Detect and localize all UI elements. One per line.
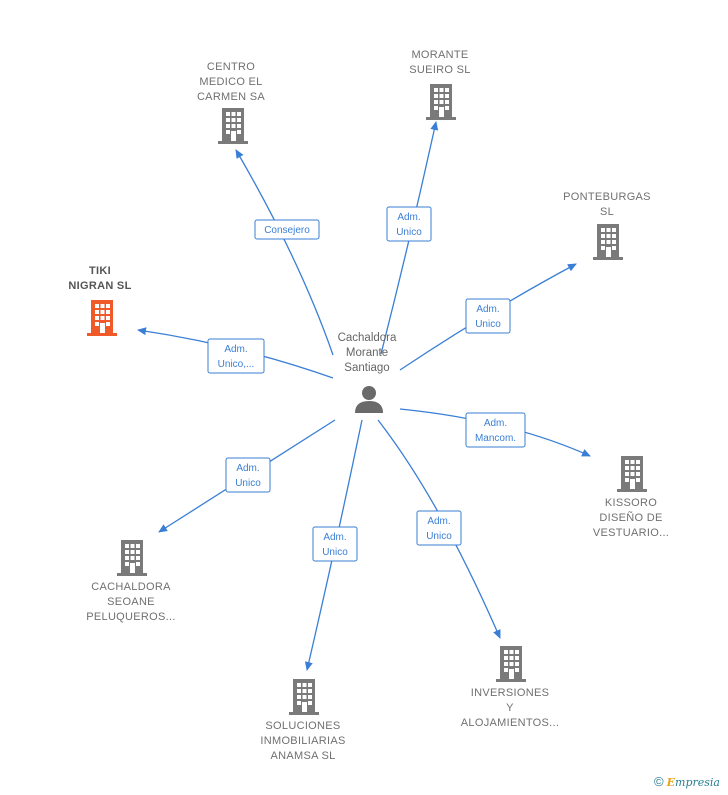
company-name: PELUQUEROS... bbox=[86, 611, 175, 623]
company-name: INMOBILIARIAS bbox=[260, 735, 345, 747]
relation-label: Adm. bbox=[236, 463, 259, 474]
company-name: DISEÑO DE bbox=[599, 511, 662, 524]
edge-centro bbox=[235, 149, 334, 356]
relation-badge-box bbox=[225, 457, 271, 493]
building-icon bbox=[593, 224, 623, 260]
relation-badge-box bbox=[465, 298, 511, 334]
company-name: TIKI bbox=[89, 265, 111, 277]
company-name: ALOJAMIENTOS... bbox=[461, 717, 559, 729]
company-name: SOLUCIONES bbox=[265, 720, 340, 732]
relation-badge-box bbox=[416, 510, 462, 546]
relation-label: Adm. bbox=[323, 532, 346, 543]
company-name: SEOANE bbox=[107, 596, 155, 608]
company-name: KISSORO bbox=[605, 497, 657, 509]
building-icon bbox=[117, 540, 147, 576]
relation-badge-box bbox=[312, 526, 358, 562]
company-name: MEDICO EL bbox=[199, 76, 262, 88]
company-node-soluciones[interactable]: SOLUCIONES INMOBILIARIAS ANAMSA SL bbox=[260, 679, 345, 762]
company-name: PONTEBURGAS bbox=[563, 191, 651, 203]
company-node-cachaldora[interactable]: CACHALDORA SEOANE PELUQUEROS... bbox=[86, 540, 175, 623]
company-name: Y bbox=[506, 702, 514, 714]
relation-badge-box bbox=[386, 206, 432, 242]
building-icon bbox=[426, 84, 456, 120]
company-name: CARMEN SA bbox=[197, 91, 265, 103]
company-name: ANAMSA SL bbox=[270, 750, 335, 762]
company-name: CACHALDORA bbox=[91, 581, 171, 593]
relation-label: Unico bbox=[322, 547, 348, 558]
building-icon bbox=[218, 108, 248, 144]
relation-badge-ponteburgas[interactable]: Adm. Unico bbox=[465, 298, 511, 334]
company-name: SUEIRO SL bbox=[409, 64, 470, 76]
person-name: Cachaldora bbox=[338, 332, 397, 344]
relation-label: Unico,... bbox=[218, 359, 255, 370]
relation-label: Adm. bbox=[427, 516, 450, 527]
company-node-kissoro[interactable]: KISSORO DISEÑO DE VESTUARIO... bbox=[593, 456, 669, 539]
company-name: SL bbox=[600, 206, 614, 218]
person-icon bbox=[355, 386, 383, 413]
brand-logo: Empresia bbox=[666, 776, 720, 789]
copyright-symbol: © bbox=[654, 774, 664, 789]
relation-badge-cachaldora[interactable]: Adm. Unico bbox=[225, 457, 271, 493]
person-name: Morante bbox=[346, 347, 388, 359]
relation-badge-box bbox=[465, 412, 526, 448]
person-name: Santiago bbox=[344, 362, 389, 374]
relation-label: Unico bbox=[396, 227, 422, 238]
relation-badge-box bbox=[207, 338, 265, 374]
company-name: VESTUARIO... bbox=[593, 527, 669, 539]
relation-label: Unico bbox=[426, 531, 452, 542]
company-name: CENTRO bbox=[207, 61, 255, 73]
relation-label: Adm. bbox=[476, 304, 499, 315]
company-node-tiki[interactable]: TIKI NIGRAN SL bbox=[68, 265, 131, 336]
building-icon bbox=[496, 646, 526, 682]
relation-badge-kissoro[interactable]: Adm. Mancom. bbox=[465, 412, 526, 448]
relation-badge-morante[interactable]: Adm. Unico bbox=[386, 206, 432, 242]
company-node-centro[interactable]: CENTRO MEDICO EL CARMEN SA bbox=[197, 61, 265, 144]
relation-badge-box bbox=[254, 219, 320, 240]
building-icon bbox=[289, 679, 319, 715]
company-node-morante[interactable]: MORANTE SUEIRO SL bbox=[409, 49, 470, 120]
relation-badge-tiki[interactable]: Adm. Unico,... bbox=[207, 338, 265, 374]
company-name: INVERSIONES bbox=[471, 687, 550, 699]
footer-brand[interactable]: ©Empresia bbox=[654, 774, 720, 789]
relation-label: Mancom. bbox=[475, 433, 516, 444]
relation-badge-centro[interactable]: Consejero bbox=[254, 219, 320, 240]
relation-badge-inversiones[interactable]: Adm. Unico bbox=[416, 510, 462, 546]
relation-badge-soluciones[interactable]: Adm. Unico bbox=[312, 526, 358, 562]
relation-label: Consejero bbox=[264, 225, 310, 236]
company-node-ponteburgas[interactable]: PONTEBURGAS SL bbox=[563, 191, 651, 260]
company-name: NIGRAN SL bbox=[68, 280, 131, 292]
company-node-inversiones[interactable]: INVERSIONES Y ALOJAMIENTOS... bbox=[461, 646, 559, 729]
relation-label: Unico bbox=[235, 478, 261, 489]
relation-label: Adm. bbox=[224, 344, 247, 355]
building-icon bbox=[87, 300, 117, 336]
company-name: MORANTE bbox=[411, 49, 468, 61]
building-icon bbox=[617, 456, 647, 492]
relation-label: Unico bbox=[475, 319, 501, 330]
relation-label: Adm. bbox=[397, 212, 420, 223]
relation-label: Adm. bbox=[484, 418, 507, 429]
